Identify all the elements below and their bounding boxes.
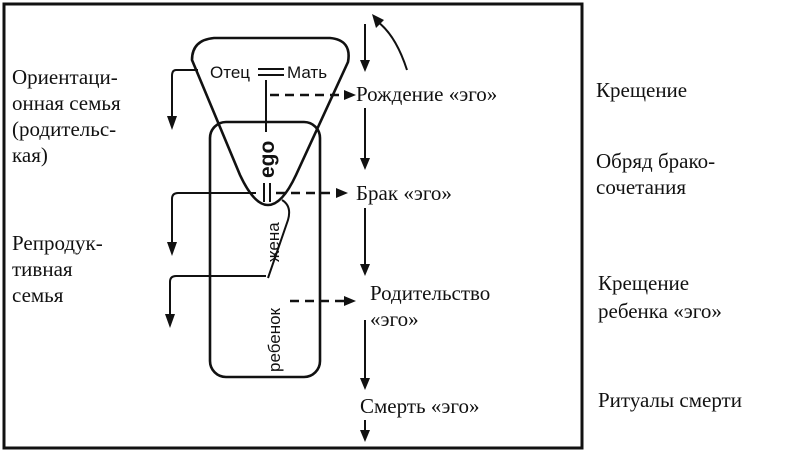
birth-dash-head bbox=[344, 90, 356, 100]
orientation-family-label-3: (родительс- bbox=[12, 117, 116, 141]
reproductive-family-label-2: тивная bbox=[12, 257, 73, 281]
orientation-family-label-2: онная семья bbox=[12, 91, 121, 115]
father-label: Отец bbox=[210, 63, 250, 82]
ritual-child-baptism-1: Крещение bbox=[598, 271, 689, 295]
timeline-head-1 bbox=[360, 60, 370, 72]
parenthood-dash-head bbox=[344, 296, 356, 306]
cycle-curved-arrow bbox=[377, 21, 408, 71]
cycle-curved-arrow-head bbox=[372, 14, 384, 28]
timeline-head-2 bbox=[360, 158, 370, 170]
reproductive-bent-arrow-2 bbox=[169, 275, 266, 318]
stage-death: Смерть «эго» bbox=[360, 394, 479, 418]
orientation-bent-arrow bbox=[171, 69, 198, 120]
ritual-wedding-2: сочетания bbox=[596, 175, 686, 199]
wife-link bbox=[267, 199, 291, 279]
ritual-death: Ритуалы смерти bbox=[598, 388, 742, 412]
outer-frame bbox=[2, 2, 584, 450]
stage-parenthood-2: «эго» bbox=[370, 307, 419, 331]
ritual-child-baptism-2: ребенка «эго» bbox=[598, 299, 722, 323]
ritual-baptism: Крещение bbox=[596, 78, 687, 102]
reproductive-family-label-3: семья bbox=[12, 283, 64, 307]
mother-label: Мать bbox=[287, 63, 327, 82]
marriage-dash-head bbox=[336, 188, 348, 198]
child-label: ребенок bbox=[265, 307, 284, 372]
timeline-head-4 bbox=[360, 378, 370, 390]
orientation-family-label-4: кая) bbox=[12, 143, 48, 167]
stage-birth: Рождение «эго» bbox=[356, 82, 497, 106]
reproductive-bent-arrow-1 bbox=[171, 192, 256, 246]
stage-parenthood-1: Родительство bbox=[370, 281, 490, 305]
reproductive-family-label-1: Репродук- bbox=[12, 231, 103, 255]
timeline-head-5 bbox=[360, 430, 370, 442]
ritual-wedding-1: Обряд брако- bbox=[596, 149, 715, 173]
wife-label: жена bbox=[264, 222, 283, 262]
timeline-head-3 bbox=[360, 264, 370, 276]
orientation-family-label-1: Ориентаци- bbox=[12, 65, 118, 89]
reproductive-arrow-head-2 bbox=[165, 314, 175, 328]
orientation-family-shape bbox=[190, 36, 350, 207]
reproductive-arrow-head-1 bbox=[167, 242, 177, 256]
ego-label: ego bbox=[256, 141, 279, 178]
orientation-arrow-head bbox=[167, 116, 177, 130]
stage-marriage: Брак «эго» bbox=[356, 181, 452, 205]
